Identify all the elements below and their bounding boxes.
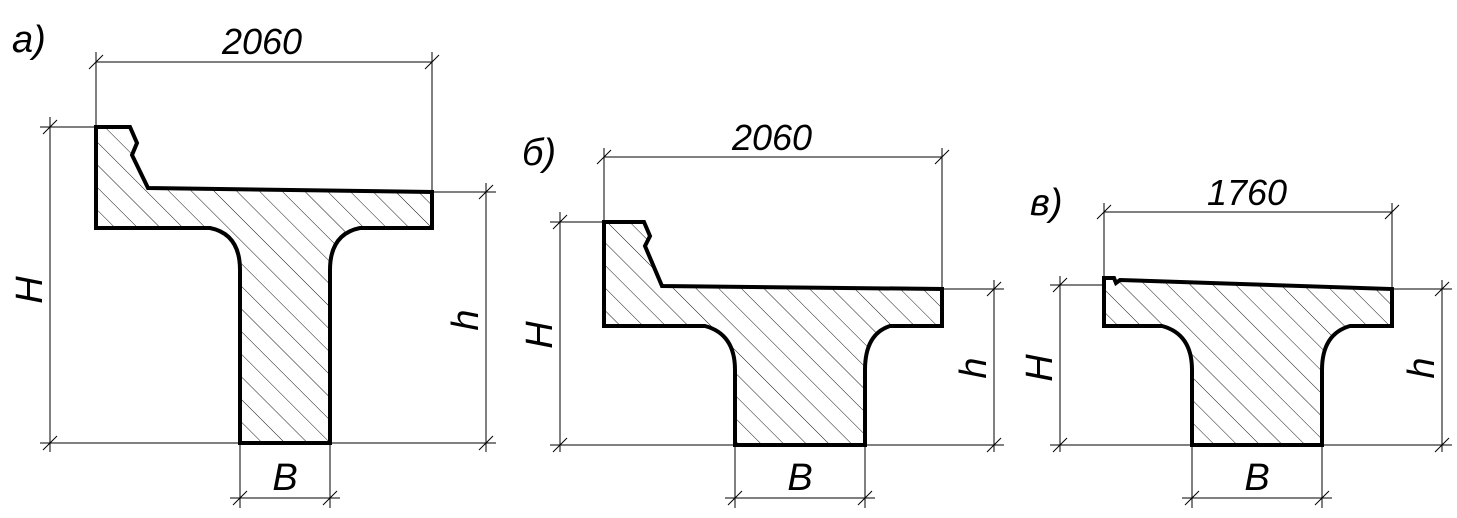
panel-b-h-dimension: h <box>865 280 1004 453</box>
panel-b: б) 2060 H h <box>519 117 1004 508</box>
panel-b-width-dimension: 2060 <box>596 117 950 288</box>
panel-c-H-dimension: H <box>1019 276 1192 453</box>
panel-a-h-label: h <box>445 309 487 330</box>
panel-b-B-label: B <box>787 457 812 499</box>
panel-c-width-value: 1760 <box>1207 172 1287 213</box>
panel-b-width-value: 2060 <box>731 117 812 158</box>
panel-a: а) 2060 H h <box>9 19 496 508</box>
panel-c-h-dimension: h <box>1322 280 1452 453</box>
panel-a-width-value: 2060 <box>221 21 302 62</box>
panel-c-B-dimension: B <box>1182 445 1332 508</box>
panel-b-label: б) <box>522 132 556 174</box>
panel-a-label: а) <box>12 19 46 61</box>
panel-c-h-label: h <box>1401 357 1443 378</box>
panel-a-h-dimension: h <box>330 183 496 452</box>
panel-c-B-label: B <box>1244 457 1269 499</box>
panel-c: в) 1760 H h <box>1019 172 1452 508</box>
panel-a-H-dimension: H <box>9 117 240 452</box>
panel-b-section <box>602 220 944 447</box>
panel-a-width-dimension: 2060 <box>88 21 440 192</box>
panel-a-B-label: B <box>272 457 297 499</box>
panel-b-h-label: h <box>953 357 995 378</box>
panel-b-H-label: H <box>519 321 561 349</box>
panel-c-section <box>1102 276 1394 447</box>
panel-b-H-dimension: H <box>519 212 735 453</box>
panel-c-label: в) <box>1030 182 1063 224</box>
panel-a-H-label: H <box>9 276 51 304</box>
panel-c-H-label: H <box>1019 354 1061 382</box>
panel-c-width-dimension: 1760 <box>1096 172 1400 290</box>
panel-a-section <box>94 125 434 445</box>
panel-a-B-dimension: B <box>230 443 340 508</box>
panel-b-B-dimension: B <box>725 445 875 508</box>
